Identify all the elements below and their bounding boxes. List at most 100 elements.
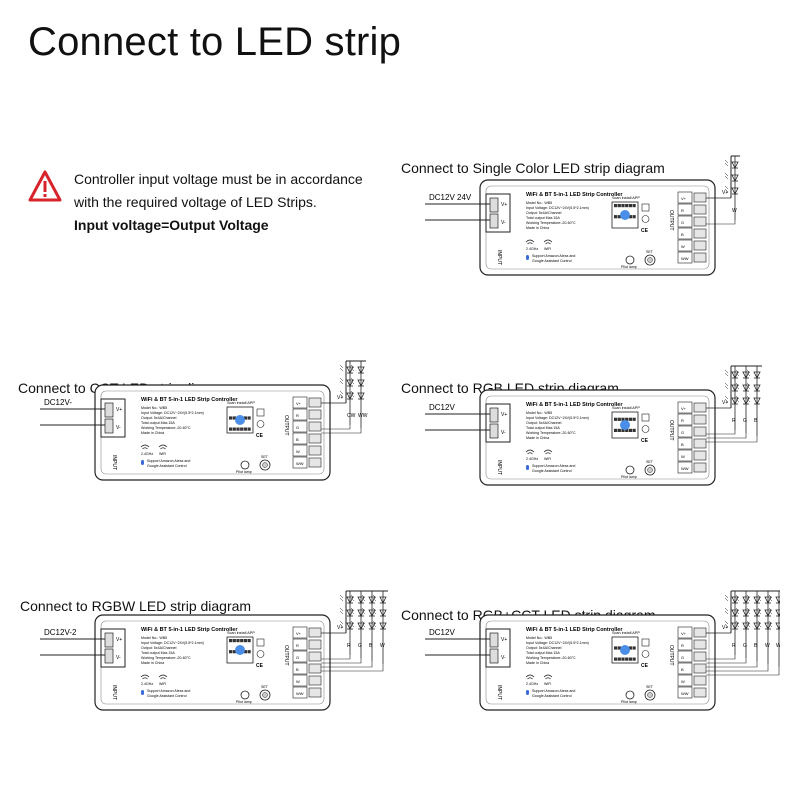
wifi-icon <box>140 674 150 678</box>
input-screw <box>489 632 499 648</box>
controller-spec-line: Model No.: WB5 <box>526 201 552 205</box>
output-terminal-cell <box>677 461 693 474</box>
qr-module <box>232 427 236 431</box>
qr-module <box>632 657 636 661</box>
controller-spec-line: Output: 5x4A/Channel <box>526 646 562 650</box>
qr-module <box>617 646 621 650</box>
controller-spec-line: Working Temperature:-20-60°C <box>526 221 576 225</box>
qr-module <box>247 639 251 643</box>
page-title: Connect to LED strip <box>28 20 402 64</box>
controller-spec-line: Total output Max.15A <box>526 216 560 220</box>
wifi-icon <box>543 239 553 243</box>
qr-center-logo <box>620 210 630 220</box>
qr-module <box>628 417 632 421</box>
led-light-rays <box>724 172 729 180</box>
voice-support-line-1: Support Amazon Alexa and <box>147 689 190 693</box>
output-terminal-label: WW <box>296 691 304 696</box>
pilot-lamp <box>625 465 635 475</box>
output-terminal-cell <box>677 215 693 228</box>
qr-center-logo <box>235 415 245 425</box>
input-vplus-label: V+ <box>116 407 122 413</box>
output-terminal-cell <box>677 626 693 639</box>
output-wire-channel <box>706 664 769 672</box>
set-button-inner <box>647 692 653 698</box>
output-terminal-cell <box>677 425 693 438</box>
qr-module <box>621 428 625 432</box>
voice-support-line-1: Support Amazon Alexa and <box>532 464 575 468</box>
output-terminal-cell <box>677 251 693 264</box>
output-wire-channel <box>321 655 351 660</box>
controller-spec-line: Input Voltage: DC12V~24V(5.5*2.1mm) <box>526 206 589 210</box>
voice-support-line-2: Google Assistant Control <box>147 464 187 468</box>
qr-module <box>625 417 629 421</box>
led-light-rays <box>746 369 751 377</box>
qr-center-logo <box>620 420 630 430</box>
led-light-rays <box>372 620 377 628</box>
led-diode-icon <box>775 596 783 604</box>
output-terminal-cell <box>677 191 693 204</box>
output-label: OUTPUT <box>668 210 674 231</box>
voice-support-line-1: Support Amazon Alexa and <box>532 254 575 258</box>
controller-spec-line: Made in China <box>141 431 164 435</box>
led-light-rays <box>372 594 377 602</box>
led-light-rays <box>339 377 344 385</box>
wifi-icon <box>525 674 535 678</box>
output-terminal-label: WW <box>681 466 689 471</box>
output-terminal-cell <box>292 662 308 675</box>
output-wire-channel <box>706 658 747 664</box>
qr-module <box>247 427 251 431</box>
qr-module <box>236 639 240 643</box>
wifi-label: WiFi <box>159 452 166 456</box>
qr-module <box>243 427 247 431</box>
output-terminal-label: WW <box>681 256 689 261</box>
voice-support-line-2: Google Assistant Control <box>532 259 572 263</box>
led-light-rays <box>339 594 344 602</box>
qr-module <box>614 417 618 421</box>
led-light-rays <box>724 607 729 615</box>
output-terminal-screw <box>693 240 707 251</box>
strip-terminal-label: G <box>743 643 747 649</box>
output-terminal-label: R <box>681 418 684 423</box>
wifi-icon <box>158 444 168 448</box>
led-light-rays <box>735 607 740 615</box>
output-terminal-label: V+ <box>681 196 687 201</box>
set-label: SET <box>261 685 269 689</box>
output-terminal-label: G <box>681 220 684 225</box>
warning-triangle-icon <box>28 170 62 202</box>
output-terminal-label: V+ <box>296 631 302 636</box>
output-terminal-cell <box>292 396 308 409</box>
output-terminal-cell <box>292 408 308 421</box>
output-terminal-screw <box>693 438 707 449</box>
led-light-rays <box>350 620 355 628</box>
output-terminal-screw <box>693 414 707 425</box>
output-wire-channel <box>706 430 736 435</box>
controller-spec-line: Working Temperature:-20-60°C <box>141 426 191 430</box>
controller-body <box>479 389 716 486</box>
voltage-warning: Controller input voltage must be in acco… <box>28 170 388 240</box>
output-terminal-screw <box>308 421 322 432</box>
pilot-lamp <box>240 690 250 700</box>
output-terminal-label: W <box>681 454 685 459</box>
controller-spec-line: Made in China <box>526 436 549 440</box>
input-screw <box>489 423 499 439</box>
output-terminal-cell <box>677 239 693 252</box>
output-terminal-label: B <box>296 437 299 442</box>
wifi-icon <box>545 677 551 680</box>
output-terminal-screw <box>693 204 707 215</box>
strip-terminal-label: G <box>743 418 747 424</box>
strip-terminal-label: B <box>369 643 373 649</box>
qr-center-logo <box>620 645 630 655</box>
led-light-rays <box>768 594 773 602</box>
set-button-inner <box>262 692 268 698</box>
recycle-bin-icon <box>256 638 265 647</box>
output-terminal-screw <box>308 457 322 468</box>
strip-terminal-vplus: V+ <box>337 395 343 401</box>
qr-module <box>240 427 244 431</box>
wifi-icon <box>545 242 551 245</box>
output-terminal-screw <box>693 627 707 638</box>
output-terminal-screw <box>308 651 322 662</box>
pilot-lamp-label: Pilot lamp <box>621 700 637 704</box>
qr-module <box>621 204 625 208</box>
wifi-band-label: 2.4GHz <box>526 247 538 251</box>
output-terminal-screw <box>308 675 322 686</box>
